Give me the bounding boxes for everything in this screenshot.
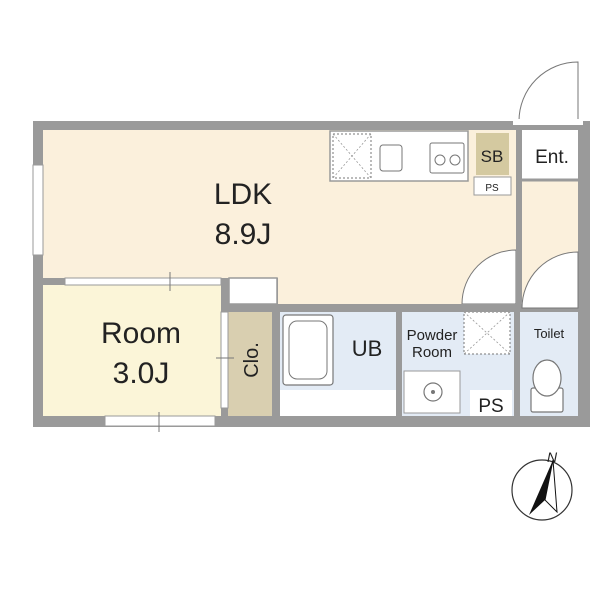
wall-room-closet	[272, 304, 280, 416]
north-label: N	[547, 449, 558, 465]
entrance-floor	[522, 130, 578, 180]
room-sliding-door	[64, 277, 222, 286]
closet-door	[220, 311, 229, 409]
unit-bath-label: UB	[352, 336, 383, 361]
ps-small-box	[473, 176, 512, 196]
closet-floor	[228, 312, 272, 416]
toilet-bowl	[532, 359, 562, 397]
toilet-label: Toilet	[534, 326, 565, 341]
wall-bath-powder	[396, 304, 402, 416]
ldk-label: LDK	[214, 178, 272, 211]
entrance-door-swing	[518, 61, 579, 122]
shoe-box-label: SB	[481, 147, 504, 166]
room-size: 3.0J	[113, 357, 170, 390]
room-window	[104, 415, 216, 427]
room-floor	[43, 285, 221, 416]
washer-pan	[463, 311, 511, 355]
bathtub-inner	[288, 320, 328, 380]
ldk-size: 8.9J	[215, 218, 272, 251]
closet-label: Clo.	[241, 342, 263, 378]
shelf-box	[228, 277, 278, 305]
powder-door-swing	[461, 249, 517, 305]
shoe-box	[476, 133, 509, 175]
powder-room-label-1: Powder	[407, 327, 458, 344]
ldk-window	[32, 164, 44, 256]
wall-ldk-hall	[516, 180, 522, 304]
burner-icon	[434, 154, 446, 166]
compass: N	[511, 449, 573, 521]
burner-icon	[449, 154, 461, 166]
washbasin-drain	[431, 390, 435, 394]
entrance-door-gap	[513, 119, 583, 125]
wall-powder-toilet	[514, 304, 520, 416]
fridge-cross	[332, 133, 372, 179]
wall-closet-top	[221, 304, 272, 312]
north-arrow-outline	[544, 459, 558, 514]
toilet-door-swing	[521, 251, 579, 309]
powder-room-label-2: Room	[412, 344, 452, 361]
north-arrow-icon	[529, 460, 553, 515]
stove-icon	[429, 142, 465, 174]
ps-large-box	[470, 390, 512, 416]
kitchen-sink-icon	[379, 144, 403, 172]
bath-lower-band	[280, 390, 396, 416]
ps-small-label: PS	[485, 183, 499, 194]
room-label: Room	[101, 317, 181, 350]
entrance-label: Ent.	[535, 147, 569, 168]
ps-large-label: PS	[478, 396, 503, 417]
